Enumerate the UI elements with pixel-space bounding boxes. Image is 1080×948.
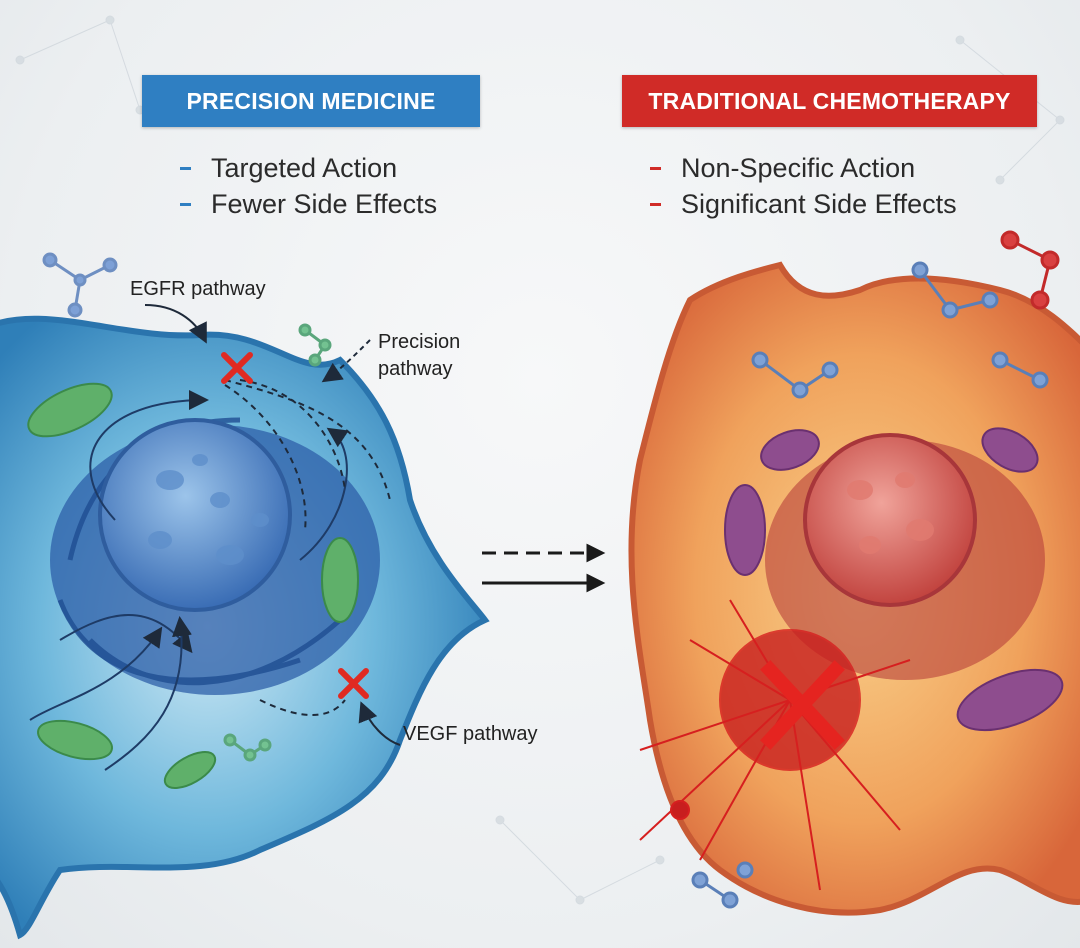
bullet-item: Significant Side Effects (650, 186, 957, 222)
cancer-cell-blue (0, 252, 490, 940)
molecule-icon (223, 323, 332, 762)
molecule-icon (42, 252, 118, 318)
precision-pathway-label: Precision pathway (378, 331, 461, 380)
blocked-marker-egfr-icon (221, 352, 253, 384)
dash-icon (180, 202, 191, 206)
cancer-cell-orange (628, 230, 1080, 916)
dash-icon (180, 166, 191, 170)
bullet-item: Targeted Action (180, 150, 437, 186)
mitochondria (724, 427, 1064, 732)
egfr-pathway-label: EGFR pathway (130, 278, 266, 300)
pathway-arrows (29, 390, 349, 771)
molecule-cluster-icon (691, 261, 1049, 909)
dash-icon (650, 166, 661, 170)
dash-icon (650, 202, 661, 206)
traditional-chemotherapy-title: TRADITIONAL CHEMOTHERAPY (622, 75, 1037, 127)
blocked-marker-vegf-icon (338, 668, 369, 699)
mitochondria (27, 382, 359, 789)
bullet-item: Non-Specific Action (650, 150, 957, 186)
destroyed-marker-icon (760, 660, 845, 750)
dashed-pathways (224, 379, 391, 716)
precision-medicine-bullets: Targeted Action Fewer Side Effects (180, 150, 437, 222)
transition-arrows (482, 543, 606, 593)
molecule-red-icon (1000, 230, 1060, 310)
chemotherapy-bullets: Non-Specific Action Significant Side Eff… (650, 150, 957, 222)
precision-medicine-title: PRECISION MEDICINE (142, 75, 480, 127)
vegf-pathway-label: VEGF pathway (403, 723, 538, 745)
bullet-item: Fewer Side Effects (180, 186, 437, 222)
